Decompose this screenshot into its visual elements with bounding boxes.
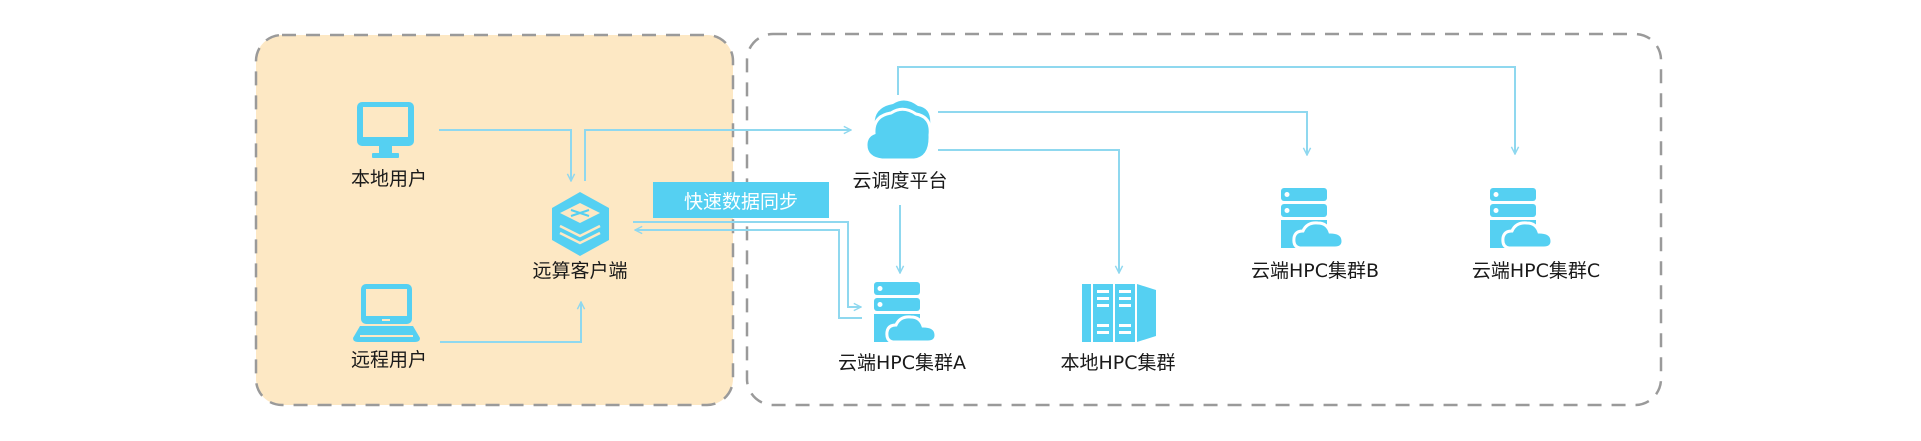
label-cluster-a: 云端HPC集群A — [837, 352, 967, 374]
edge-scheduler-to-local-hpc — [938, 149, 1119, 273]
edge-scheduler-to-cluster-b — [938, 111, 1307, 155]
edge-local-user-to-client — [439, 129, 571, 181]
label-local-hpc: 本地HPC集群 — [1060, 352, 1176, 374]
cloud-region-border — [745, 32, 1663, 407]
data-sync-badge: 快速数据同步 — [653, 182, 829, 218]
edge-sync-to-cluster-a — [633, 221, 861, 307]
label-client: 远算客户端 — [532, 260, 628, 282]
label-remote-user: 远程用户 — [350, 349, 428, 371]
edge-remote-user-to-client — [440, 302, 581, 343]
data-sync-label: 快速数据同步 — [683, 190, 798, 213]
edge-scheduler-to-cluster-c — [897, 66, 1515, 154]
label-local-user: 本地用户 — [350, 168, 428, 190]
edge-cluster-a-to-client — [635, 230, 862, 319]
local-region — [256, 35, 733, 405]
label-cluster-b: 云端HPC集群B — [1250, 260, 1380, 282]
label-scheduler: 云调度平台 — [852, 170, 948, 192]
label-cluster-c: 云端HPC集群C — [1471, 260, 1601, 282]
edge-client-to-scheduler — [584, 130, 851, 181]
local-region-border — [254, 33, 735, 407]
